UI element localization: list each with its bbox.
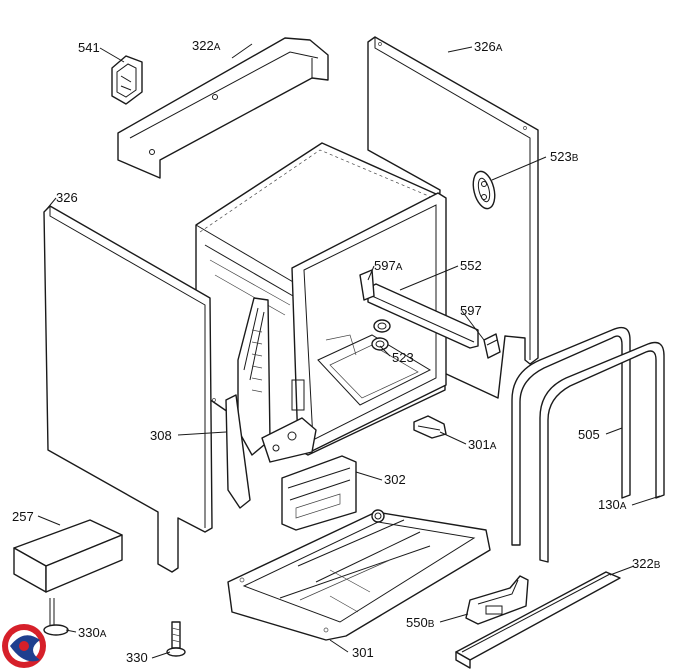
part-523b-fitting bbox=[472, 170, 496, 210]
label-523: 523 bbox=[392, 350, 414, 365]
part-labels: 541 322A 326A 523B 326 597A 552 597 523 … bbox=[12, 38, 661, 665]
label-597a: 597A bbox=[374, 258, 403, 273]
label-302: 302 bbox=[384, 472, 406, 487]
label-301a: 301A bbox=[468, 437, 497, 452]
label-523b: 523B bbox=[550, 149, 579, 164]
label-322a: 322A bbox=[192, 38, 221, 53]
label-550b: 550B bbox=[406, 615, 435, 630]
part-130a-door-seal bbox=[539, 341, 665, 563]
part-330-screw bbox=[166, 621, 186, 657]
label-130a: 130A bbox=[598, 497, 627, 512]
label-308: 308 bbox=[150, 428, 172, 443]
part-322b-trim-strip bbox=[455, 571, 621, 669]
part-308-hinge bbox=[225, 297, 317, 509]
label-301: 301 bbox=[352, 645, 374, 660]
part-597a-end-cap bbox=[359, 269, 375, 301]
part-301a-bracket bbox=[413, 415, 447, 439]
label-541: 541 bbox=[78, 40, 100, 55]
label-326a: 326A bbox=[474, 39, 503, 54]
part-505-door-seal bbox=[511, 326, 631, 546]
label-552: 552 bbox=[460, 258, 482, 273]
part-302-bracket bbox=[281, 455, 357, 531]
label-322b: 322B bbox=[632, 556, 661, 571]
brand-logo-icon bbox=[2, 624, 46, 668]
part-322a-top-trim bbox=[117, 37, 329, 179]
part-330a-foot bbox=[43, 598, 69, 636]
part-597-end-cap bbox=[483, 333, 501, 359]
part-541-clip bbox=[111, 55, 143, 105]
label-505: 505 bbox=[578, 427, 600, 442]
part-257-plinth bbox=[13, 519, 123, 593]
part-550b-bracket bbox=[465, 575, 529, 625]
leader-lines bbox=[37, 43, 661, 659]
label-257: 257 bbox=[12, 509, 34, 524]
label-330: 330 bbox=[126, 650, 148, 665]
part-552-rail bbox=[367, 283, 479, 349]
part-301-base-frame bbox=[227, 509, 491, 641]
label-326: 326 bbox=[56, 190, 78, 205]
part-523-plugs bbox=[371, 319, 391, 351]
part-326-left-side-panel bbox=[43, 205, 216, 573]
label-597: 597 bbox=[460, 303, 482, 318]
label-330a: 330A bbox=[78, 625, 107, 640]
